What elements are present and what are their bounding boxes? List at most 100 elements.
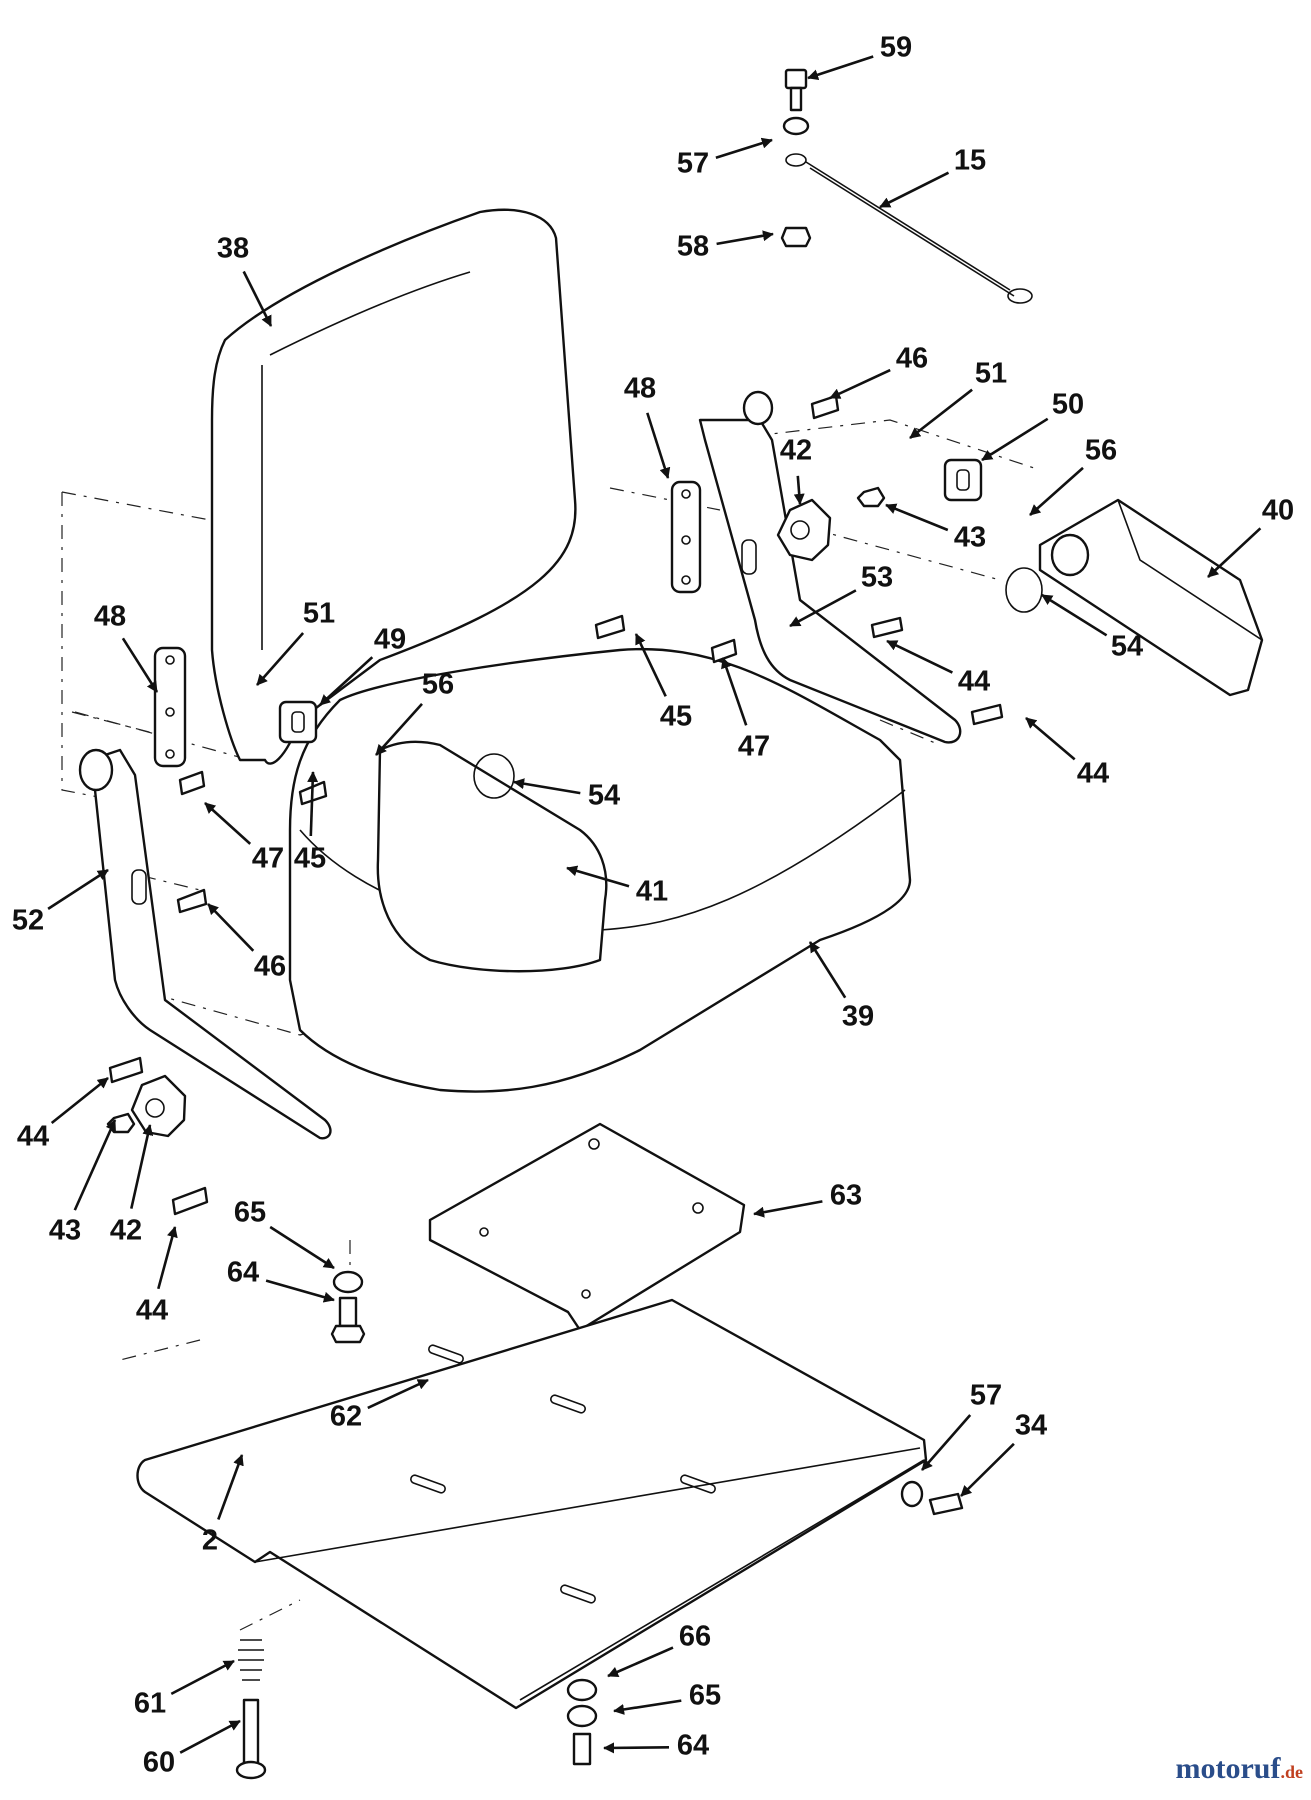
callout-label: 63 (830, 1180, 862, 1212)
callout-label: 44 (1077, 758, 1109, 790)
callout-c44b: 44 (1025, 717, 1109, 790)
callout-label: 54 (1111, 631, 1143, 663)
callout-c34: 34 (960, 1410, 1047, 1497)
callout-arrow (242, 270, 273, 327)
callout-label: 61 (134, 1688, 166, 1720)
callout-c47b: 47 (204, 802, 284, 875)
callout-label: 43 (954, 522, 986, 554)
callout-arrow (307, 771, 319, 837)
callout-label: 49 (374, 624, 406, 656)
knob-42-upper (776, 498, 832, 562)
callout-arrow (47, 868, 109, 910)
callout-arrow (886, 639, 953, 674)
callout-label: 45 (660, 701, 692, 733)
callout-arrow (204, 802, 252, 845)
callout-c46b: 46 (207, 903, 286, 983)
callout-label: 2 (202, 1525, 218, 1557)
callout-arrow (256, 632, 305, 686)
callout-label: 44 (136, 1295, 168, 1327)
callout-label: 64 (227, 1257, 259, 1289)
callout-arrow (634, 633, 667, 697)
callout-label: 45 (294, 843, 326, 875)
callout-arrow (981, 417, 1049, 462)
callout-c41: 41 (566, 865, 668, 908)
callout-c64b: 64 (603, 1730, 709, 1762)
hardware (106, 68, 1043, 1780)
callout-arrow (879, 171, 950, 209)
callout-arrow (269, 1225, 335, 1270)
callout-arrow (73, 1119, 117, 1211)
watermark-logo: motoruf.de (1176, 1752, 1303, 1786)
callout-label: 56 (422, 669, 454, 701)
callout-label: 34 (1015, 1410, 1047, 1442)
callout-label: 58 (677, 231, 709, 263)
watermark-suffix: .de (1280, 1762, 1304, 1782)
callout-label: 64 (677, 1730, 709, 1762)
callout-label: 53 (861, 562, 893, 594)
callout-arrow (1207, 527, 1262, 578)
latch-plate-50 (943, 458, 983, 502)
callout-arrow (716, 230, 774, 246)
callout-label: 42 (780, 435, 812, 467)
callout-arrow (130, 1124, 154, 1209)
callout-label: 43 (49, 1215, 81, 1247)
callout-arrow (721, 657, 748, 726)
callout-c62: 62 (330, 1378, 429, 1433)
plate-48-left (153, 646, 187, 768)
callout-label: 57 (970, 1380, 1002, 1412)
callout-arrow (121, 637, 159, 693)
callout-c38: 38 (217, 233, 273, 327)
callout-c39: 39 (808, 941, 874, 1033)
callout-c49: 49 (319, 624, 406, 706)
callout-c56a: 56 (1029, 435, 1117, 516)
callout-arrow (207, 903, 255, 952)
callout-c46a: 46 (829, 343, 928, 400)
callout-c45b: 45 (294, 771, 326, 875)
callout-label: 46 (254, 951, 286, 983)
callout-c58: 58 (677, 230, 774, 263)
seat-cushion-39 (288, 647, 912, 1093)
callout-c40: 40 (1207, 495, 1294, 578)
callout-label: 51 (303, 598, 335, 630)
callout-label: 47 (252, 843, 284, 875)
callout-arrow (613, 1699, 682, 1715)
callout-label: 44 (958, 666, 990, 698)
seat-back-38 (210, 208, 577, 765)
callout-label: 39 (842, 1001, 874, 1033)
callout-c51a: 51 (909, 358, 1007, 440)
callout-label: 50 (1052, 389, 1084, 421)
base-plate-2 (136, 1298, 928, 1710)
callout-arrow (1025, 717, 1076, 761)
callout-arrow (885, 503, 949, 532)
watermark-name: motoruf (1175, 1752, 1281, 1785)
callout-c43a: 43 (885, 503, 986, 554)
callout-arrow (789, 589, 857, 628)
callout-arrow (566, 865, 630, 888)
callout-c63: 63 (753, 1180, 862, 1218)
callout-arrow (715, 137, 773, 160)
callout-arrow (1029, 466, 1084, 516)
armrest-40 (1038, 498, 1264, 697)
callout-c53: 53 (789, 562, 893, 628)
callout-label: 57 (677, 148, 709, 180)
callout-label: 54 (588, 780, 620, 812)
callout-arrow (157, 1226, 178, 1290)
callout-c48b: 48 (94, 601, 159, 693)
callout-c44a: 44 (886, 639, 990, 698)
callout-label: 59 (880, 32, 912, 64)
callout-arrow (960, 1442, 1015, 1497)
callout-c42a: 42 (780, 435, 812, 505)
callout-c50: 50 (981, 389, 1084, 462)
callout-c43b: 43 (49, 1119, 117, 1247)
callout-arrow (50, 1076, 109, 1125)
callout-label: 40 (1262, 495, 1294, 527)
callout-label: 65 (234, 1197, 266, 1229)
callout-label: 51 (975, 358, 1007, 390)
callout-label: 46 (896, 343, 928, 375)
callout-label: 62 (330, 1401, 362, 1433)
bracket-52 (78, 748, 332, 1140)
callout-arrow (170, 1659, 235, 1696)
callout-arrow (375, 703, 423, 756)
